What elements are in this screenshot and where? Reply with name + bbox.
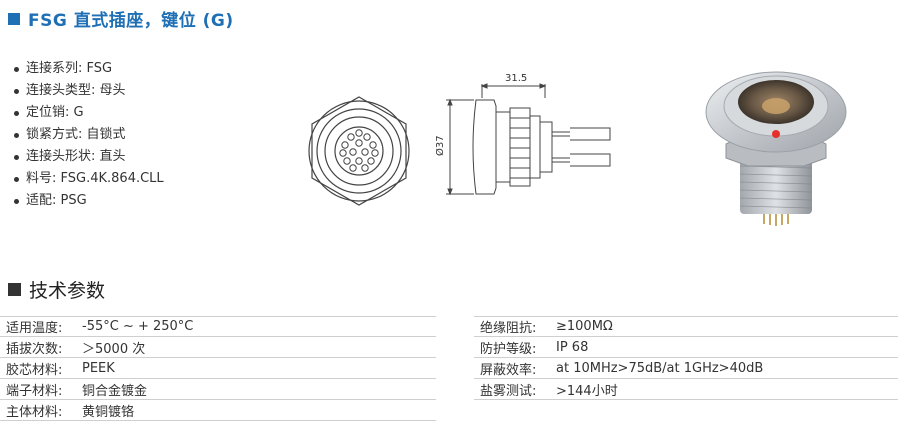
side-view-drawing: 31.5 Ø37: [434, 73, 611, 196]
list-item: 适配: PSG: [14, 190, 164, 212]
section-square-icon: [8, 283, 21, 296]
bullet-icon: [14, 88, 19, 94]
table-row: 主体材料:黄铜镀铬: [0, 400, 436, 421]
section-title: 技术参数: [29, 280, 106, 302]
page-title: FSG 直式插座，键位 (G): [8, 6, 234, 31]
parameter-column-left: 适用温度:-55°C ~ + 250°C 插拔次数:＞5000 次 胶芯材料:P…: [0, 316, 436, 421]
red-dot-icon: [772, 130, 780, 138]
table-row: 适用温度:-55°C ~ + 250°C: [0, 316, 436, 337]
table-row: 盐雾测试:>144小时: [474, 379, 898, 400]
table-row: 端子材料:铜合金镀金: [0, 379, 436, 400]
parameter-column-right: 绝缘阻抗:≥100MΩ 防护等级:IP 68 屏蔽效率:at 10MHz>75d…: [474, 316, 898, 400]
product-photo: [705, 71, 847, 226]
table-row: 胶芯材料:PEEK: [0, 358, 436, 379]
table-row: 插拔次数:＞5000 次: [0, 337, 436, 358]
width-dimension-label: 31.5: [505, 73, 527, 84]
diameter-dimension-label: Ø37: [434, 135, 446, 156]
bullet-icon: [14, 66, 19, 72]
spec-list: 连接系列: FSG 连接头类型: 母头 定位销: G 锁紧方式: 自锁式 连接头…: [14, 58, 164, 212]
list-item: 定位销: G: [14, 102, 164, 124]
list-item: 料号: FSG.4K.864.CLL: [14, 168, 164, 190]
title-square-icon: [8, 12, 20, 25]
bullet-icon: [14, 154, 19, 160]
bullet-icon: [14, 132, 19, 138]
section-heading: 技术参数: [8, 276, 105, 303]
bullet-icon: [14, 110, 19, 116]
bullet-icon: [14, 198, 19, 204]
table-row: 绝缘阻抗:≥100MΩ: [474, 316, 898, 337]
title-text: FSG 直式插座，键位 (G): [28, 11, 234, 31]
table-row: 屏蔽效率:at 10MHz>75dB/at 1GHz>40dB: [474, 358, 898, 379]
list-item: 连接头形状: 直头: [14, 146, 164, 168]
bullet-icon: [14, 176, 19, 182]
list-item: 锁紧方式: 自锁式: [14, 124, 164, 146]
table-row: 防护等级:IP 68: [474, 337, 898, 358]
front-view-drawing: [308, 96, 410, 206]
list-item: 连接系列: FSG: [14, 58, 164, 80]
list-item: 连接头类型: 母头: [14, 80, 164, 102]
